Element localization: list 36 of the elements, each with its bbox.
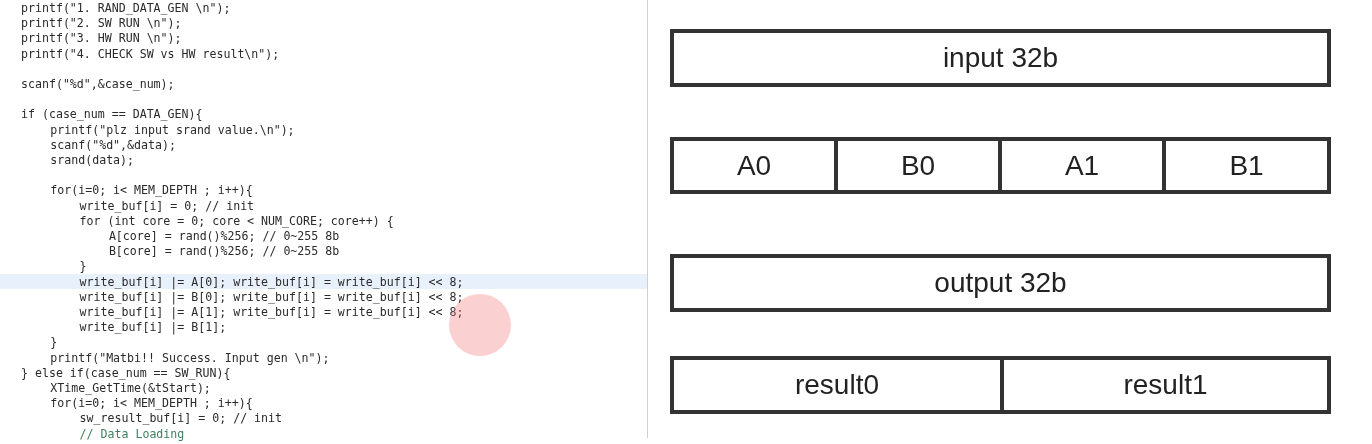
field-label: B1 (1229, 149, 1264, 182)
field-label: input 32b (942, 42, 1059, 74)
code-line: for (int core = 0; core < NUM_CORE; core++) { (79, 213, 394, 228)
field-box (670, 254, 1331, 312)
field-label: A1 (1064, 149, 1100, 182)
code-line: // Data Loading (79, 426, 185, 441)
code-line: printf("1. RAND_DATA_GEN \n"); (21, 1, 231, 15)
code-line: scanf("%d",&data); (50, 137, 176, 152)
field-box (670, 29, 1331, 87)
code-line: XTime_GetTime(&tStart); (50, 381, 211, 395)
code-line: write_buf[i] |= A[0]; write_buf[i] = write_buf[i] << 8; (79, 274, 464, 289)
code-line: printf("Matbi!! Success. Input gen \n"); (50, 350, 330, 365)
field-label: output 32b (934, 267, 1067, 299)
code-line: } (50, 335, 58, 350)
code-line: A[core] = rand()%256; // 0~255 8b (108, 229, 340, 243)
code-line: } (79, 259, 87, 274)
code-line: write_buf[i] = 0; // init (79, 198, 255, 213)
code-line: printf("2. SW RUN \n"); (21, 16, 182, 31)
code-line: sw_result_buf[i] = 0; // init (79, 411, 282, 426)
field-label: B0 (900, 149, 936, 182)
code-line: write_buf[i] |= B[0]; write_buf[i] = write_buf[i] << 8; (79, 289, 464, 304)
code-line: srand(data); (50, 153, 135, 167)
field-label: A0 (736, 149, 772, 182)
code-line: } else if(case_num == SW_RUN){ (21, 365, 231, 380)
code-line: for(i=0; i< MEM_DEPTH ; i++){ (50, 183, 253, 198)
code-line: for(i=0; i< MEM_DEPTH ; i++){ (50, 396, 253, 411)
code-line: write_buf[i] |= B[1]; (79, 320, 227, 335)
code-line: write_buf[i] |= A[1]; write_buf[i] = write_buf[i] << 8; (79, 305, 464, 319)
field-label: result1 (1123, 369, 1208, 401)
code-line: printf("plz input srand value.\n"); (50, 122, 295, 137)
field-label: result0 (794, 369, 879, 401)
code-line: if (case_num == DATA_GEN){ (21, 107, 203, 122)
code-line: scanf("%d",&case_num); (21, 77, 175, 91)
code-line: printf("3. HW RUN \n"); (21, 31, 182, 46)
code-line: B[core] = rand()%256; // 0~255 8b (108, 244, 340, 259)
code-line: printf("4. CHECK SW vs HW result\n"); (21, 46, 280, 61)
